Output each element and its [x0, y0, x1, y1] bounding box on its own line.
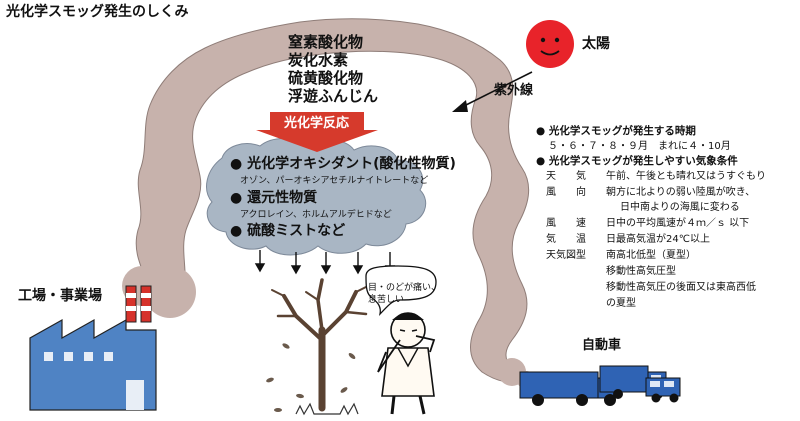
product-oxidant: ● 光化学オキシダント(酸化性物質)	[230, 156, 456, 172]
reaction-label: 光化学反応	[284, 116, 350, 131]
condition-label: 気 温	[546, 234, 586, 245]
speech-bubble	[365, 265, 437, 316]
weather-heading: ● 光化学スモッグが発生しやすい気象条件	[536, 155, 738, 167]
speech-text: 目・のどが痛い、 息苦しい	[368, 282, 440, 306]
condition-value: 日最高気温が24℃以上	[606, 234, 710, 245]
sun-label: 太陽	[582, 36, 610, 52]
pollutant-item: 窒素酸化物	[288, 33, 364, 51]
coughing-person	[377, 312, 436, 415]
sun-shape	[526, 20, 574, 68]
condition-value: 午前、午後とも晴れ又はうすぐもり	[606, 171, 766, 182]
condition-value: 日中南よりの海風に変わる	[620, 202, 740, 213]
product-reducing-examples: アクロレイン、ホルムアルデヒドなど	[240, 210, 392, 220]
pollutant-item: 浮遊ふんじん	[288, 87, 379, 105]
condition-value: 移動性高気圧の後面又は東高西低	[606, 282, 756, 293]
ground-grass	[295, 402, 359, 416]
condition-value: 移動性高気圧型	[606, 266, 676, 277]
condition-label: 天 気	[546, 171, 586, 182]
condition-value: 南高北低型（夏型）	[606, 250, 696, 261]
product-oxidant-examples: オゾン、パーオキシアセチルナイトレートなど	[240, 176, 429, 186]
sun-eye	[554, 37, 560, 43]
pollutant-item: 硫黄酸化物	[288, 69, 364, 87]
condition-value: 日中の平均風速が４ｍ／ｓ 以下	[606, 218, 750, 229]
car-label: 自動車	[582, 338, 622, 353]
period-heading: ● 光化学スモッグが発生する時期	[536, 125, 696, 137]
condition-label: 風 向	[546, 187, 586, 198]
condition-value: 朝方に北よりの弱い陸風が吹き、	[606, 187, 756, 198]
falling-leaves	[266, 343, 356, 412]
sun-mouth	[540, 50, 560, 56]
reaction-arrow	[256, 112, 378, 152]
withered-tree	[271, 278, 369, 412]
product-mist: ● 硫酸ミストなど	[230, 223, 346, 239]
factory-building	[29, 285, 157, 411]
uv-arrow-line	[459, 71, 533, 109]
condition-label: 天気図型	[546, 250, 586, 261]
condition-label: 風 速	[546, 218, 586, 229]
condition-value: の夏型	[606, 298, 636, 309]
pollutant-list: 窒素酸化物 炭化水素 硫黄酸化物 浮遊ふんじん	[288, 33, 378, 105]
pollutant-item: 炭化水素	[288, 51, 349, 69]
car-back	[645, 377, 681, 403]
diagram-title: 光化学スモッグ発生のしくみ	[6, 4, 189, 20]
speech-line: 目・のどが痛い、	[368, 283, 441, 293]
factory-label: 工場・事業場	[18, 288, 102, 304]
period-text: ５・６・７・８・９月 まれに４・10月	[548, 141, 731, 152]
product-reducing: ● 還元性物質	[230, 190, 318, 206]
sun-eye	[540, 37, 546, 43]
speech-line: 息苦しい	[368, 295, 405, 305]
uv-label: 紫外線	[494, 83, 534, 98]
truck-front	[519, 371, 621, 406]
uv-arrow-head	[452, 100, 468, 112]
